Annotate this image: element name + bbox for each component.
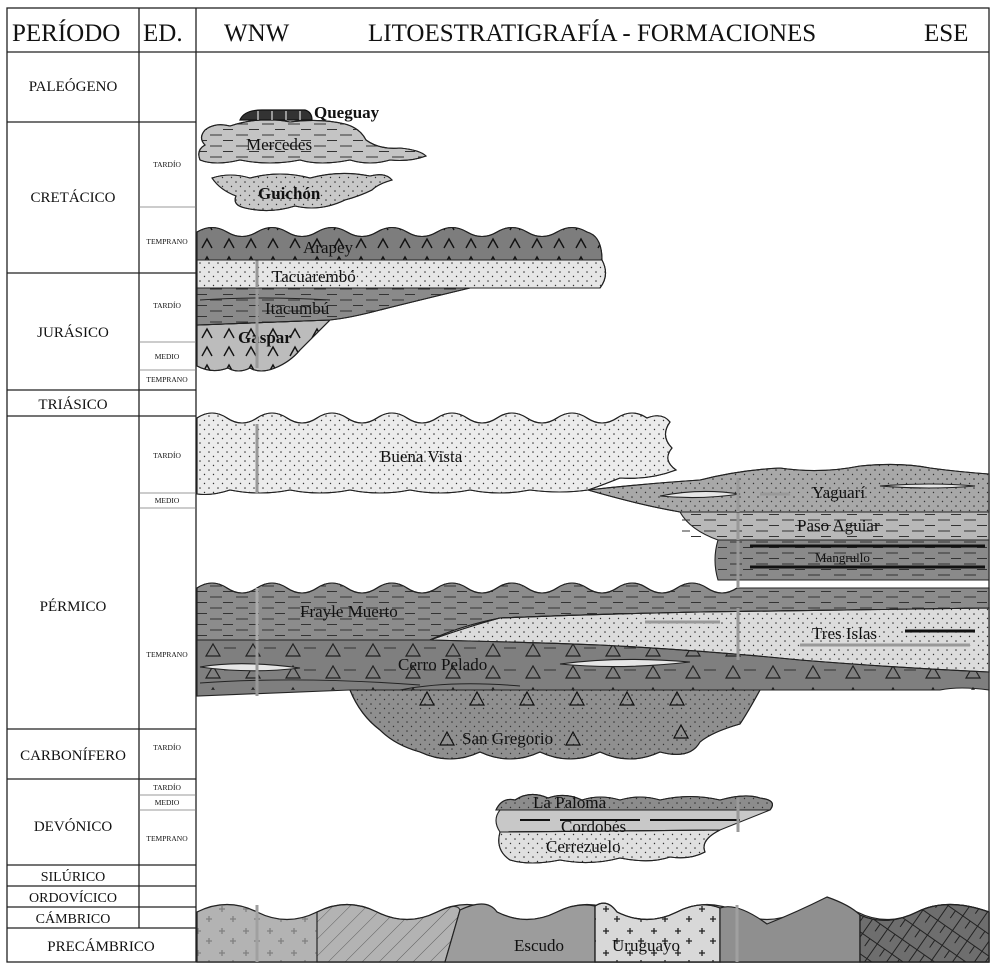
epoch-jurasico-tardio: TARDÍO: [153, 300, 181, 310]
formation-itacumbu: [196, 287, 471, 368]
formation-label-mangrullo: Mangrullo: [815, 550, 870, 565]
formation-label-cerrezuelo: Cerrezuelo: [546, 837, 621, 856]
formation-label-gaspar: Gaspar: [238, 328, 292, 347]
epoch-devonico-temprano: TEMPRANO: [146, 834, 188, 843]
period-ordovicico: ORDOVÍCICO: [29, 889, 117, 906]
header-wnw: WNW: [224, 20, 290, 47]
formation-tres-islas: [429, 607, 990, 673]
period-precambrico: PRECÁMBRICO: [47, 938, 155, 955]
header-ed: ED.: [143, 20, 183, 47]
formation-label-la-paloma: La Paloma: [533, 793, 607, 812]
period-jurasico: JURÁSICO: [37, 324, 109, 341]
formation-label-cerro-pelado: Cerro Pelado: [398, 655, 487, 674]
formation-label-arapey: Arapey: [303, 238, 354, 257]
formation-label-yaguari: Yaguarí: [812, 483, 865, 502]
formation-san-gregorio: [349, 689, 761, 760]
formation-label-mercedes: Mercedes: [246, 135, 312, 154]
period-triasico: TRIÁSICO: [38, 396, 107, 413]
formation-label-cordobes: Cordobés: [561, 817, 626, 836]
epoch-carbonifero-tardio: TARDÍO: [153, 742, 181, 752]
header-ese: ESE: [924, 20, 968, 47]
formation-label-buena-vista: Buena Vista: [380, 447, 463, 466]
formation-mangrullo: [714, 539, 990, 588]
formation-basement: [196, 896, 990, 963]
formation-devonian-group: [495, 793, 773, 864]
formation-label-queguay: Queguay: [314, 103, 380, 122]
formation-queguay: [239, 109, 313, 121]
period-carbonifero: CARBONÍFERO: [20, 747, 126, 764]
period-paleogeno: PALEÓGENO: [29, 78, 118, 95]
formation-label-uruguayo: Uruguayo: [612, 936, 680, 955]
period-silurico: SILÚRICO: [41, 868, 106, 885]
period-permico: PÉRMICO: [40, 598, 107, 615]
formation-label-itacumbu: Itacumbú: [265, 299, 330, 318]
period-cretacico: CRETÁCICO: [30, 189, 115, 206]
epoch-jurasico-temprano: TEMPRANO: [146, 375, 188, 384]
formation-gaspar: [196, 319, 332, 372]
formation-tacuarembo: [196, 259, 607, 289]
formation-label-guichon: Guichón: [258, 184, 321, 203]
formation-frayle-muerto: [196, 582, 990, 641]
period-devonico: DEVÓNICO: [34, 818, 112, 835]
epoch-permico-medio: MEDIO: [155, 496, 180, 505]
formation-label-tres-islas: Tres Islas: [812, 624, 877, 643]
formation-paso-aguiar: [679, 511, 990, 541]
epoch-dividers: [139, 206, 196, 811]
formation-mercedes: [198, 119, 427, 164]
epoch-permico-temprano: TEMPRANO: [146, 650, 188, 659]
epoch-cretacico-tardio: TARDÍO: [153, 159, 181, 169]
header-title: LITOESTRATIGRAFÍA - FORMACIONES: [368, 19, 816, 47]
formation-label-paso-aguiar: Paso Aguiar: [797, 516, 880, 535]
formation-label-san-gregorio: San Gregorio: [462, 729, 553, 748]
formation-buena-vista: [196, 412, 678, 496]
epoch-devonico-medio: MEDIO: [155, 798, 180, 807]
epoch-permico-tardio: TARDÍO: [153, 450, 181, 460]
epoch-cretacico-temprano: TEMPRANO: [146, 237, 188, 246]
formation-label-frayle-muerto: Frayle Muerto: [300, 602, 398, 621]
period-cambrico: CÁMBRICO: [36, 910, 111, 927]
formation-guichon: [211, 172, 393, 212]
epoch-jurasico-medio: MEDIO: [155, 352, 180, 361]
epoch-devonico-tardio: TARDÍO: [153, 782, 181, 792]
header-periodo: PERÍODO: [12, 19, 120, 47]
formation-arapey: [196, 226, 603, 261]
formation-yaguari: [587, 463, 990, 513]
formation-label-escudo: Escudo: [514, 936, 564, 955]
formation-label-tacuarembo: Tacuarembó: [272, 267, 356, 286]
